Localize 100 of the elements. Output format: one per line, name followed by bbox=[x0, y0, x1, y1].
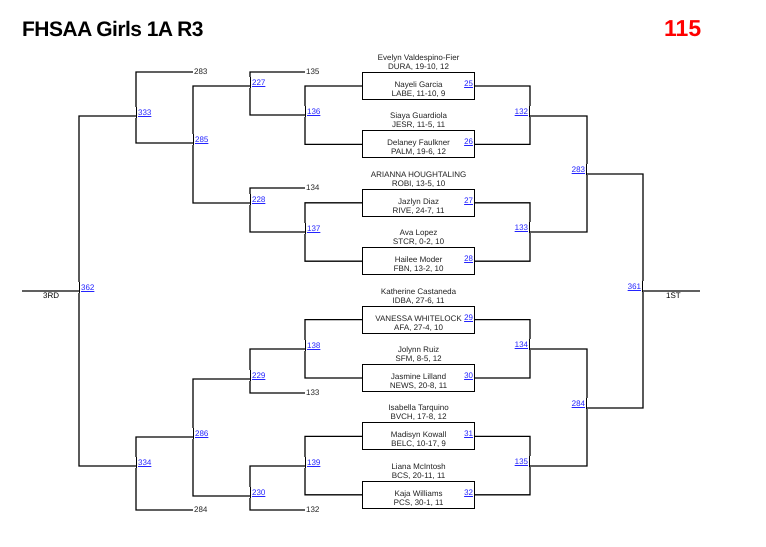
wrestler-name: Madisyn Kowall bbox=[390, 430, 446, 440]
match-number: 32 bbox=[464, 488, 473, 498]
match-number: 28 bbox=[464, 254, 473, 264]
source-match-label: 133 bbox=[305, 387, 323, 398]
wrestler-name: Katherine Castaneda bbox=[380, 286, 456, 296]
bracket-line bbox=[475, 436, 531, 456]
wrestler-name: Jazlyn Diaz bbox=[398, 196, 439, 206]
match-number: 139 bbox=[305, 457, 325, 468]
bracket-line bbox=[135, 436, 193, 457]
wrestler-name: Jasmine Lilland bbox=[390, 372, 446, 381]
bracket-line bbox=[475, 350, 531, 379]
bracket-line bbox=[304, 318, 362, 340]
match-number: 283 bbox=[567, 164, 587, 175]
bracket-line bbox=[304, 202, 362, 223]
weight-class: 115 bbox=[664, 17, 702, 40]
wrestler-name: Isabella Tarquino bbox=[388, 403, 449, 412]
wrestler-name: ARIANNA HOUGHTALING bbox=[370, 170, 466, 179]
match-number: 31 bbox=[464, 429, 473, 440]
match-number: 29 bbox=[464, 312, 473, 323]
bracket-title: FHSAA Girls 1A R3 bbox=[22, 19, 203, 40]
match-number: 229 bbox=[250, 370, 270, 381]
team-record: DURA, 19-10, 12 bbox=[388, 62, 449, 71]
bracket-line bbox=[475, 117, 531, 146]
source-match-label: 284 bbox=[193, 504, 211, 515]
bracket-line bbox=[587, 173, 644, 281]
match-number: 135 bbox=[510, 456, 530, 467]
wrestler-name: Liana McIntosh bbox=[391, 462, 446, 471]
bracket-line bbox=[135, 71, 193, 107]
bracket-line bbox=[304, 351, 362, 379]
bracket-line bbox=[475, 85, 531, 106]
wrestler-name: Hailee Moder bbox=[394, 255, 442, 264]
match-number: 25 bbox=[464, 79, 473, 89]
team-record: NEWS, 20-8, 11 bbox=[390, 381, 448, 390]
team-record: BVCH, 17-8, 12 bbox=[390, 412, 447, 422]
placement-label: 3RD bbox=[43, 292, 60, 300]
team-record: AFA, 27-4, 10 bbox=[394, 322, 443, 332]
wrestler-name: VANESSA WHITELOCK bbox=[375, 314, 462, 323]
bracket-line bbox=[530, 115, 588, 164]
source-match-label: 283 bbox=[193, 66, 211, 77]
bracket-line bbox=[249, 88, 305, 116]
bracket-line bbox=[249, 381, 305, 394]
bracket-line bbox=[530, 175, 588, 233]
bracket-line bbox=[475, 467, 531, 496]
match-number: 284 bbox=[567, 398, 587, 409]
bracket-line bbox=[304, 117, 362, 146]
bracket-line bbox=[304, 85, 362, 106]
match-number: 137 bbox=[305, 223, 325, 234]
team-record: RIVE, 24-7, 11 bbox=[392, 206, 444, 215]
match-number: 26 bbox=[464, 137, 473, 148]
bracket-line bbox=[135, 468, 193, 511]
match-number: 286 bbox=[193, 428, 213, 439]
team-record: LABE, 11-10, 9 bbox=[392, 89, 446, 98]
team-record: BELC, 10-17, 9 bbox=[391, 439, 446, 448]
bracket-line bbox=[304, 436, 362, 457]
match-number: 230 bbox=[250, 487, 270, 498]
match-number: 333 bbox=[136, 107, 156, 118]
wrestler-name: Delaney Faulkner bbox=[387, 138, 450, 148]
bracket-line bbox=[475, 202, 531, 222]
match-number: 133 bbox=[510, 222, 530, 233]
match-number: 285 bbox=[193, 134, 213, 145]
team-record: SFM, 8-5, 12 bbox=[395, 354, 442, 363]
bracket-line bbox=[78, 293, 136, 467]
bracket-line bbox=[587, 292, 644, 409]
bracket-line bbox=[249, 465, 305, 487]
bracket-line bbox=[249, 498, 305, 511]
match-number: 361 bbox=[623, 281, 643, 292]
team-record: BCS, 20-11, 11 bbox=[392, 470, 446, 480]
bracket-line bbox=[192, 378, 250, 428]
bracket-line bbox=[192, 439, 250, 497]
team-record: STCR, 0-2, 10 bbox=[392, 237, 444, 246]
wrestler-name: Evelyn Valdespino-Fier bbox=[378, 53, 460, 62]
bracket-line bbox=[249, 187, 305, 194]
team-record: JESR, 11-5, 11 bbox=[392, 120, 446, 130]
bracket-line bbox=[192, 145, 250, 204]
bracket-line bbox=[643, 290, 700, 292]
placement-label: 1ST bbox=[666, 292, 681, 300]
bracket-line bbox=[249, 205, 305, 233]
wrestler-name: Siaya Guardiola bbox=[390, 111, 447, 120]
bracket-line bbox=[475, 233, 531, 262]
match-number: 362 bbox=[79, 282, 99, 293]
bracket-line bbox=[192, 85, 250, 134]
wrestler-name: Nayeli Garcia bbox=[394, 80, 442, 89]
wrestler-name: Ava Lopez bbox=[400, 228, 438, 238]
bracket-line bbox=[304, 234, 362, 262]
source-match-label: 135 bbox=[305, 66, 323, 77]
team-record: PCS, 30-1, 11 bbox=[394, 498, 444, 507]
wrestler-name: Kaja Williams bbox=[394, 488, 442, 498]
bracket-line bbox=[530, 348, 588, 398]
bracket-line bbox=[249, 348, 305, 370]
team-record: FBN, 13-2, 10 bbox=[394, 264, 444, 274]
bracket-line bbox=[249, 71, 305, 77]
team-record: ROBI, 13-5, 10 bbox=[392, 178, 446, 188]
bracket-line bbox=[22, 290, 79, 292]
match-number: 227 bbox=[250, 77, 270, 88]
match-number: 27 bbox=[464, 196, 473, 206]
match-number: 132 bbox=[510, 106, 530, 117]
bracket-line bbox=[304, 468, 362, 496]
wrestler-name: Jolynn Ruiz bbox=[398, 345, 440, 354]
bracket-line bbox=[530, 409, 588, 467]
bracket-line bbox=[135, 118, 193, 144]
